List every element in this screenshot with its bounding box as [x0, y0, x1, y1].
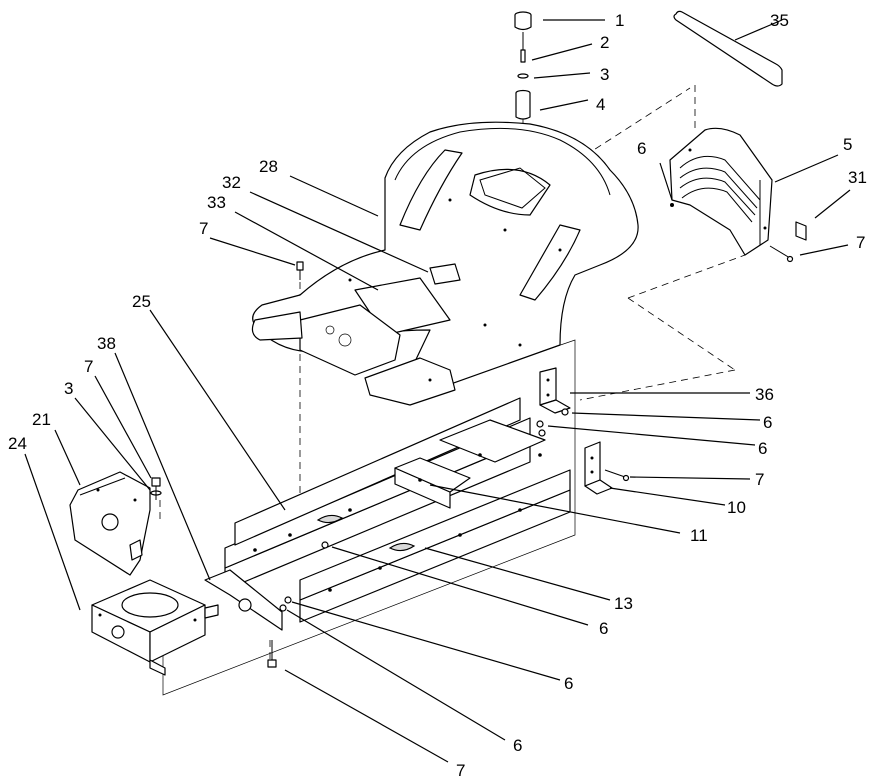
callout-25: 25 [132, 292, 151, 311]
callout-35: 35 [770, 11, 789, 30]
callout-6-f: 6 [513, 736, 522, 755]
callout-1: 1 [615, 11, 624, 30]
decal-35 [673, 10, 783, 87]
callout-6-d: 6 [599, 619, 608, 638]
bolt-7-right [769, 245, 794, 263]
callout-6-shield: 6 [637, 139, 646, 158]
fender-body [251, 121, 639, 406]
callouts: 1 2 3 4 35 5 6 31 7 28 32 33 7 25 38 7 3… [8, 11, 867, 780]
bolt-7-bottom [267, 640, 277, 668]
callout-2: 2 [600, 33, 609, 52]
bolt-7-left [150, 477, 162, 500]
callout-36: 36 [755, 385, 774, 404]
callout-10: 10 [727, 498, 746, 517]
callout-3-left: 3 [64, 379, 73, 398]
callout-3: 3 [600, 65, 609, 84]
callout-28: 28 [259, 157, 278, 176]
callout-6-e: 6 [564, 674, 573, 693]
callout-7-shield: 7 [856, 233, 865, 252]
bolt-7-upper [296, 261, 304, 280]
callout-7-bottom: 7 [456, 761, 465, 780]
bracket-36 [539, 367, 571, 414]
decal-31 [795, 221, 807, 241]
bracket-24 [91, 579, 219, 676]
callout-5: 5 [843, 135, 852, 154]
callout-7-rear: 7 [755, 470, 764, 489]
callout-6-b: 6 [763, 413, 772, 432]
bolt-7-rear [604, 469, 630, 482]
leader-lines [24, 19, 851, 763]
callout-13: 13 [614, 594, 633, 613]
bracket-5 [669, 127, 773, 256]
callout-32: 32 [222, 173, 241, 192]
callout-31: 31 [848, 168, 867, 187]
callout-21: 21 [32, 410, 51, 429]
nuts-6 [279, 408, 569, 612]
bracket-21 [69, 471, 151, 576]
bracket-10 [584, 441, 613, 495]
callout-11: 11 [690, 526, 708, 545]
callout-7-left: 7 [84, 357, 93, 376]
callout-7-body: 7 [199, 219, 208, 238]
callout-38: 38 [97, 334, 116, 353]
callout-24: 24 [8, 434, 27, 453]
callout-33: 33 [207, 193, 226, 212]
chassis-frame [162, 339, 576, 696]
callout-6-c: 6 [758, 439, 767, 458]
callout-4: 4 [596, 95, 605, 114]
cap-stack [514, 11, 532, 120]
